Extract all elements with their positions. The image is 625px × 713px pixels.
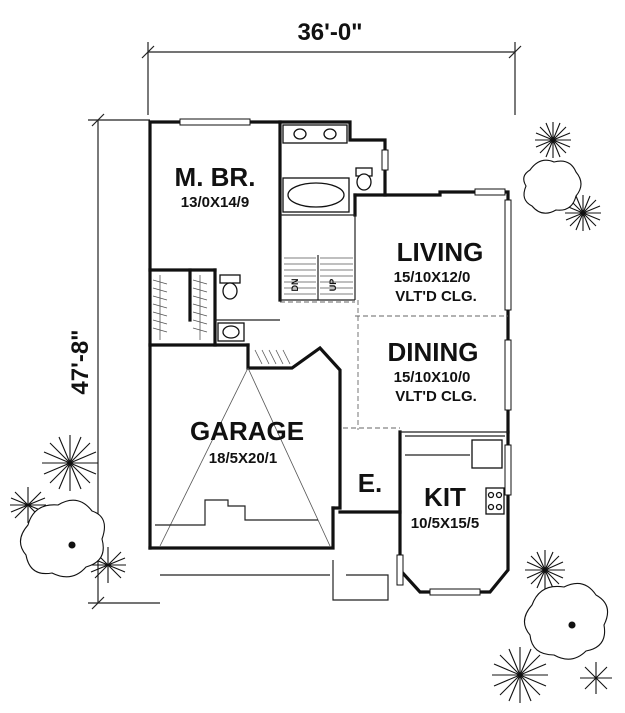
dining-name: DINING	[388, 337, 479, 367]
master-bedroom-name: M. BR.	[175, 162, 256, 192]
room-label-dining: DINING 15/10X10/0 VLT'D CLG.	[388, 337, 479, 405]
kitchen-fixtures	[405, 435, 505, 515]
garage-details	[155, 367, 331, 547]
front-steps	[160, 560, 389, 601]
living-size: 15/10X12/0	[394, 269, 471, 286]
windows	[179, 118, 512, 596]
entry-name: E.	[358, 468, 383, 498]
garage-size: 18/5X20/1	[209, 450, 277, 467]
room-label-master-bedroom: M. BR. 13/0X14/9	[175, 162, 256, 211]
room-label-entry: E.	[358, 468, 383, 498]
master-bedroom-size: 13/0X14/9	[181, 194, 249, 211]
stair-down-label: DN	[290, 279, 300, 292]
tree-icon-left	[10, 435, 126, 583]
tree-icon-top-right	[523, 122, 601, 231]
kitchen-size: 10/5X15/5	[411, 515, 479, 532]
dimension-left: 47'-8"	[67, 113, 160, 610]
width-dimension-label: 36'-0"	[297, 19, 362, 46]
room-label-living: LIVING 15/10X12/0 VLT'D CLG.	[394, 237, 484, 305]
room-label-kitchen: KIT 10/5X15/5	[411, 482, 479, 532]
stair-up-label: UP	[328, 279, 338, 292]
closets	[152, 275, 291, 365]
depth-dimension-label: 47'-8"	[67, 329, 94, 394]
living-name: LIVING	[397, 237, 484, 267]
dimension-top: 36'-0"	[141, 19, 522, 115]
room-dividers	[280, 300, 508, 430]
living-note: VLT'D CLG.	[395, 288, 477, 305]
kitchen-name: KIT	[424, 482, 466, 512]
room-label-garage: GARAGE 18/5X20/1	[190, 416, 304, 467]
garage-name: GARAGE	[190, 416, 304, 446]
bath-fixtures	[217, 124, 373, 342]
dining-size: 15/10X10/0	[394, 369, 471, 386]
dining-note: VLT'D CLG.	[395, 388, 477, 405]
tree-icon-bottom-right	[492, 550, 612, 703]
stairs: DN UP	[284, 255, 353, 300]
